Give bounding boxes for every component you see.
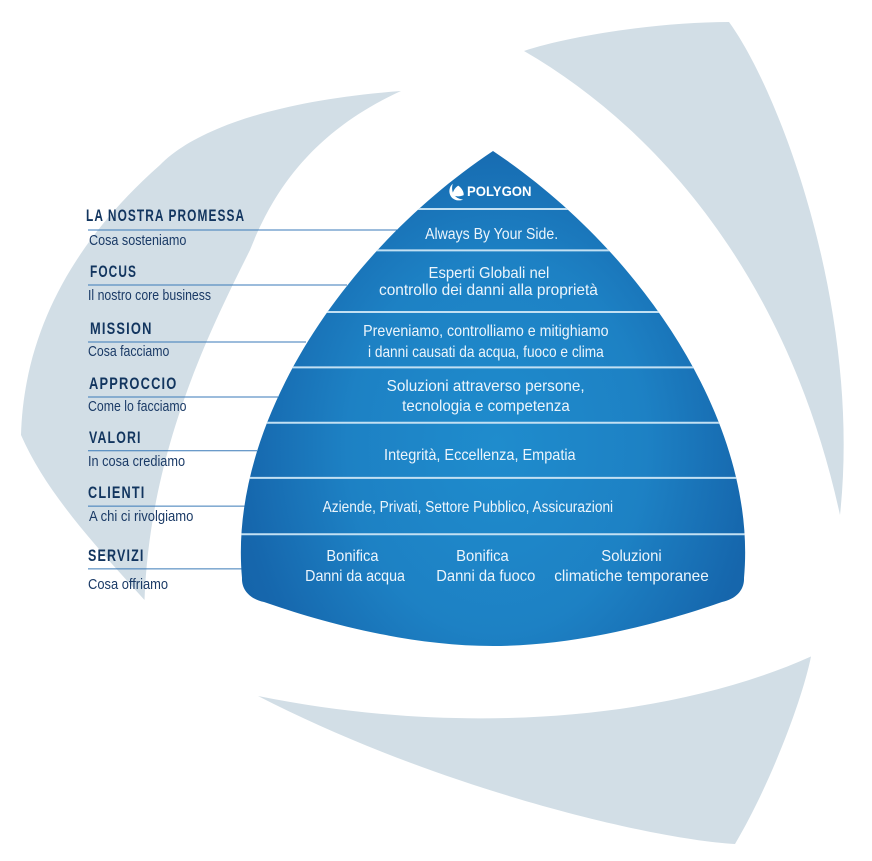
svg-text:POLYGON: POLYGON [467,183,532,199]
